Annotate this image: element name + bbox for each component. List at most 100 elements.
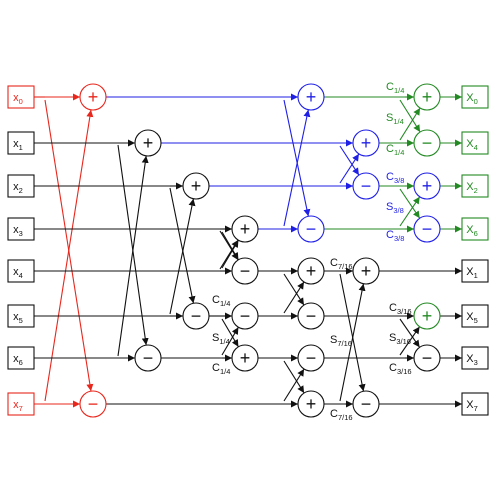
adder-node (297, 257, 325, 285)
coefficient-label: C7/16 (330, 408, 353, 422)
input-label: x3 (13, 224, 23, 238)
arrow-edge (221, 318, 239, 348)
arrow-edge (399, 196, 421, 227)
arrow-edge (283, 99, 311, 217)
output-label: X4 (466, 138, 478, 152)
operator-symbol: + (422, 87, 433, 107)
adder-node (297, 390, 325, 418)
operator-s1-sub-7: − (79, 390, 107, 418)
input-box-frame (7, 346, 35, 370)
coefficient-label: C7/16 (330, 257, 353, 271)
arrow-edge (221, 239, 239, 269)
output-box-frame (461, 217, 489, 241)
input-label: x1 (13, 138, 23, 152)
adder-node (182, 172, 210, 200)
output-label: X5 (466, 311, 478, 325)
input-box-frame (7, 259, 35, 283)
operator-symbol: + (306, 394, 317, 414)
operator-symbol: + (191, 176, 202, 196)
output-box-X2: X2 (461, 174, 489, 198)
coefficient-label: S3/8 (386, 201, 404, 215)
output-box-X1: X1 (461, 259, 489, 283)
operator-s2-add-4: + (297, 257, 325, 285)
operator-symbol: − (361, 176, 372, 196)
input-box-frame (7, 217, 35, 241)
arrow-edge (399, 107, 421, 141)
arrow-edge (283, 368, 305, 402)
coefficient-label: S1/4 (386, 112, 404, 126)
arrow-edge (221, 326, 239, 356)
subtractor-node (413, 215, 441, 243)
output-box-X3: X3 (461, 346, 489, 370)
operator-symbol: − (240, 261, 251, 281)
adder-node (413, 172, 441, 200)
output-box-frame (461, 259, 489, 283)
operator-symbol: − (422, 348, 433, 368)
output-label: X6 (466, 224, 478, 238)
input-box-x4: x4 (7, 259, 35, 283)
operator-symbol: − (143, 348, 154, 368)
adder-node (231, 215, 259, 243)
operator-s2-sub-3: − (297, 215, 325, 243)
operator-s3-sub-7: − (352, 390, 380, 418)
arrow-edge (283, 273, 305, 306)
operator-symbol: + (306, 261, 317, 281)
coefficient-label: C3/8 (386, 171, 404, 185)
operator-symbol: − (306, 348, 317, 368)
arrow-edge (169, 187, 196, 304)
operator-s4-add-2: + (413, 302, 441, 330)
input-label: x7 (13, 399, 23, 413)
output-box-frame (461, 304, 489, 328)
arrow-edge (399, 326, 421, 356)
input-box-frame (7, 174, 35, 198)
output-box-frame (461, 346, 489, 370)
coefficient-labels: C1/4S1/4C1/4C3/8S3/8C3/8C1/4S1/4C1/4C7/1… (212, 81, 412, 422)
subtractor-node (352, 172, 380, 200)
operator-s2-add-0: + (297, 83, 325, 111)
subtractor-node (231, 302, 259, 330)
arrow-edge (283, 281, 305, 314)
output-label: X2 (466, 181, 478, 195)
subtractor-node (352, 390, 380, 418)
operator-s2-add-7: + (297, 390, 325, 418)
arrow-edge (169, 198, 196, 315)
operator-s1-add-0: + (79, 83, 107, 111)
subtractor-node (231, 257, 259, 285)
coefficient-label: C1/4 (386, 143, 404, 157)
subtractor-node (297, 344, 325, 372)
subtractor-node (79, 390, 107, 418)
operator-nodes: +−+−+−+−−+++−−+−−++−+−+−+− (79, 83, 441, 418)
operator-s3-add-4: + (352, 257, 380, 285)
operator-symbol: + (143, 133, 154, 153)
operator-s2-sub-5: − (297, 302, 325, 330)
operator-symbol: + (422, 176, 433, 196)
output-box-frame (461, 85, 489, 109)
operator-symbol: + (88, 87, 99, 107)
arrow-edge (399, 188, 421, 219)
operator-s2-sub-2: − (352, 172, 380, 200)
coefficient-label: S3/16 (389, 332, 411, 346)
input-box-frame (7, 392, 35, 416)
output-box-frame (461, 392, 489, 416)
operator-symbol: − (422, 219, 433, 239)
arrow-edge (339, 145, 360, 176)
adder-node (413, 83, 441, 111)
adder-node (134, 129, 162, 157)
adder-node (231, 344, 259, 372)
operator-symbol: + (361, 261, 372, 281)
operator-s2-rot-6: + (231, 344, 259, 372)
output-box-X4: X4 (461, 131, 489, 155)
input-label: x5 (13, 311, 23, 325)
operator-s2-rot-5: − (231, 302, 259, 330)
adder-node (352, 129, 380, 157)
operator-s3-add-0: + (413, 83, 441, 111)
coefficient-label: C1/4 (212, 362, 230, 376)
operator-s3-add-2: + (413, 172, 441, 200)
operator-symbol: + (422, 306, 433, 326)
input-box-x2: x2 (7, 174, 35, 198)
input-box-x3: x3 (7, 217, 35, 241)
subtractor-node (297, 302, 325, 330)
arrow-edge (283, 360, 305, 394)
operator-s1-add-1: + (134, 129, 162, 157)
